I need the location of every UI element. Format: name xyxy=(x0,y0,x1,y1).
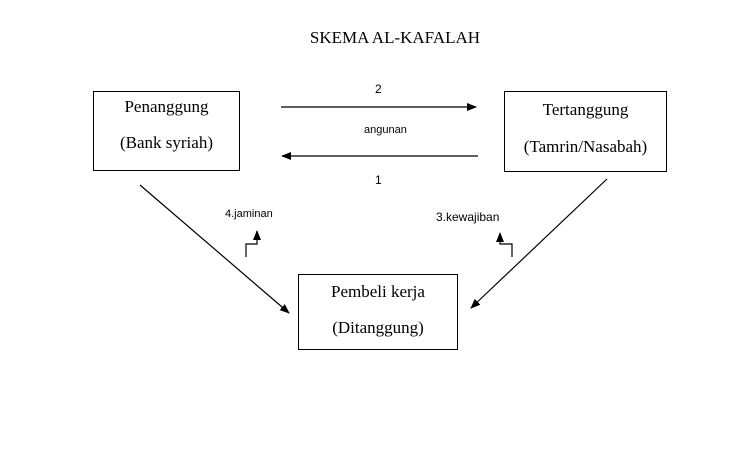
kewajiban-step-arrow xyxy=(496,232,513,257)
arrow-penanggung-to-pembeli xyxy=(139,184,290,314)
kewajiban-label: 3.kewajiban xyxy=(436,210,500,224)
penanggung-sublabel: (Bank syriah) xyxy=(119,133,213,152)
pembeli-label: Pembeli kerja xyxy=(331,282,425,301)
step-2-label: 2 xyxy=(375,82,382,96)
pembeli-box: Pembeli kerja (Ditanggung) xyxy=(298,274,458,350)
penanggung-label: Penanggung xyxy=(124,97,209,116)
tertanggung-sublabel: (Tamrin/Nasabah) xyxy=(523,137,648,156)
jaminan-label: 4.jaminan xyxy=(225,208,273,220)
pembeli-sublabel: (Ditanggung) xyxy=(332,318,424,337)
tertanggung-label: Tertanggung xyxy=(542,100,629,119)
angunan-label: angunan xyxy=(364,124,407,136)
step-1-label: 1 xyxy=(375,173,382,187)
jaminan-step-arrow xyxy=(245,230,261,257)
diagram-title: SKEMA AL-KAFALAH xyxy=(309,28,481,47)
penanggung-box: Penanggung (Bank syriah) xyxy=(93,91,240,171)
tertanggung-box: Tertanggung (Tamrin/Nasabah) xyxy=(504,91,667,172)
arrow-tertanggung-to-pembeli xyxy=(470,178,608,309)
